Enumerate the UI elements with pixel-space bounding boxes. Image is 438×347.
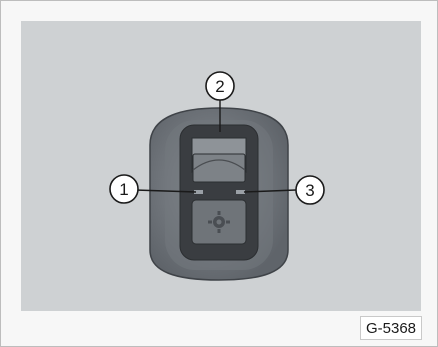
- figure-code: G-5368: [360, 316, 422, 340]
- top-button-arch: [192, 159, 246, 171]
- callout-2: 2: [205, 71, 235, 101]
- callout-3-label: 3: [305, 181, 314, 200]
- top-button-face: [192, 153, 246, 183]
- alarm-icon: [208, 211, 230, 233]
- leader-line-1: [134, 189, 197, 193]
- callout-2-label: 2: [215, 77, 224, 96]
- callout-3: 3: [295, 175, 325, 205]
- leader-line-3: [243, 189, 297, 193]
- indicator-right: [236, 190, 245, 194]
- callout-1: 1: [109, 174, 139, 204]
- indicator-left: [194, 190, 203, 194]
- callout-1-label: 1: [119, 180, 128, 199]
